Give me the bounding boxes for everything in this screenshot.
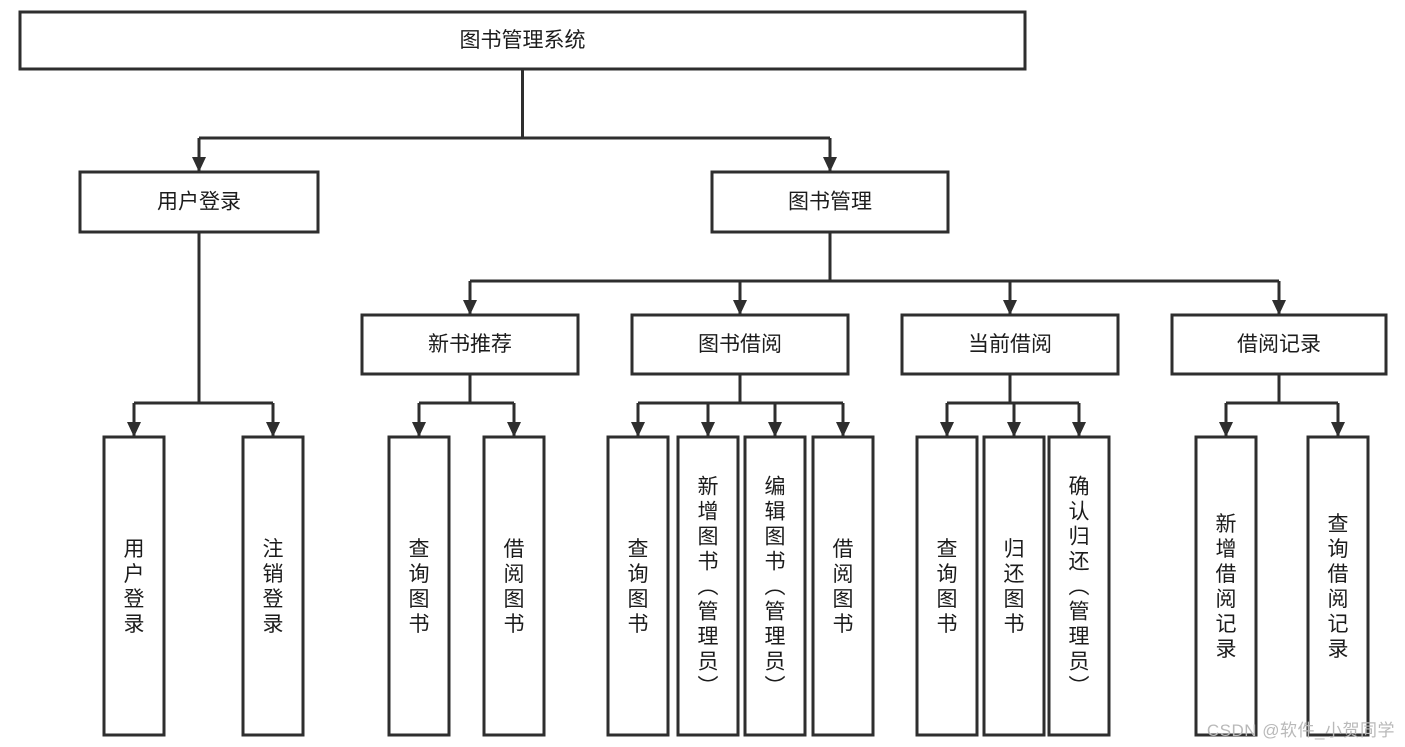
- arrow-head-icon: [1003, 300, 1017, 315]
- edges-from-book-manage: [463, 232, 1286, 315]
- arrow-head-icon: [733, 300, 747, 315]
- arrow-head-icon: [1072, 422, 1086, 437]
- edges-from-borrow-record: [1219, 374, 1345, 437]
- node-confirm-return-admin[interactable]: 确认归还︵管理员︶: [1047, 435, 1111, 737]
- node-return-book[interactable]: 归还图书: [982, 435, 1046, 737]
- node-user-logout[interactable]: 注销登录: [241, 435, 305, 737]
- arrow-head-icon: [823, 157, 837, 172]
- node-label: 确认归还︵管理员︶: [1069, 476, 1090, 699]
- node-label: 新增借阅记录: [1216, 513, 1237, 661]
- node-borrow-book-1[interactable]: 借阅图书: [482, 435, 546, 737]
- arrow-head-icon: [463, 300, 477, 315]
- node-label: 查询图书: [937, 538, 958, 636]
- node-current-borrow[interactable]: 当前借阅: [900, 313, 1120, 376]
- node-box: [982, 435, 1046, 737]
- node-box: [1170, 313, 1388, 376]
- node-box: [630, 313, 850, 376]
- arrow-head-icon: [1007, 422, 1021, 437]
- node-box: [606, 435, 670, 737]
- node-box: [915, 435, 979, 737]
- watermark-text: CSDN @软件_小贺同学: [1206, 721, 1395, 740]
- node-add-book-admin[interactable]: 新增图书︵管理员︶: [676, 435, 740, 737]
- node-box: [1194, 435, 1258, 737]
- node-user-login-do[interactable]: 用户登录: [102, 435, 166, 737]
- node-query-borrow-record[interactable]: 查询借阅记录: [1306, 435, 1370, 737]
- node-box: [360, 313, 580, 376]
- node-label: 查询图书: [628, 538, 649, 636]
- edges-from-root: [192, 69, 837, 172]
- node-box: [811, 435, 875, 737]
- node-label: 图书管理系统: [460, 29, 586, 52]
- node-box: [1047, 435, 1111, 737]
- connector-layer: [127, 69, 1345, 437]
- node-add-borrow-record[interactable]: 新增借阅记录: [1194, 435, 1258, 737]
- arrow-head-icon: [507, 422, 521, 437]
- node-box: [676, 435, 740, 737]
- node-query-book-1[interactable]: 查询图书: [387, 435, 451, 737]
- edges-from-book-borrow: [631, 374, 850, 437]
- node-box: [241, 435, 305, 737]
- arrow-head-icon: [1272, 300, 1286, 315]
- node-label: 新书推荐: [428, 333, 512, 356]
- node-query-book-3[interactable]: 查询图书: [915, 435, 979, 737]
- node-box: [1306, 435, 1370, 737]
- node-box: [78, 170, 320, 234]
- arrow-head-icon: [192, 157, 206, 172]
- edges-from-current-borrow: [940, 374, 1086, 437]
- arrow-head-icon: [768, 422, 782, 437]
- node-label: 查询图书: [409, 538, 430, 636]
- arrow-head-icon: [1331, 422, 1345, 437]
- node-label: 借阅图书: [833, 538, 854, 636]
- node-layer: 图书管理系统用户登录用户登录注销登录图书管理新书推荐查询图书借阅图书图书借阅查询…: [18, 10, 1388, 737]
- arrow-head-icon: [1219, 422, 1233, 437]
- edges-from-user-login: [127, 232, 280, 437]
- node-label: 查询借阅记录: [1328, 513, 1349, 661]
- node-label: 注销登录: [263, 538, 284, 636]
- node-box: [900, 313, 1120, 376]
- arrow-head-icon: [127, 422, 141, 437]
- node-book-borrow[interactable]: 图书借阅: [630, 313, 850, 376]
- node-box: [102, 435, 166, 737]
- node-label: 归还图书: [1004, 538, 1025, 636]
- node-box: [743, 435, 807, 737]
- node-label: 借阅图书: [504, 538, 525, 636]
- node-label: 图书管理: [788, 191, 872, 214]
- arrow-head-icon: [631, 422, 645, 437]
- arrow-head-icon: [836, 422, 850, 437]
- node-box: [387, 435, 451, 737]
- node-label: 用户登录: [157, 191, 241, 214]
- node-label: 用户登录: [124, 538, 145, 636]
- node-borrow-record[interactable]: 借阅记录: [1170, 313, 1388, 376]
- arrow-head-icon: [266, 422, 280, 437]
- node-edit-book-admin[interactable]: 编辑图书︵管理员︶: [743, 435, 807, 737]
- node-box: [710, 170, 950, 234]
- node-query-book-2[interactable]: 查询图书: [606, 435, 670, 737]
- arrow-head-icon: [940, 422, 954, 437]
- node-user-login[interactable]: 用户登录: [78, 170, 320, 234]
- node-book-manage[interactable]: 图书管理: [710, 170, 950, 234]
- node-borrow-book-2[interactable]: 借阅图书: [811, 435, 875, 737]
- node-new-book-rec[interactable]: 新书推荐: [360, 313, 580, 376]
- node-label: 当前借阅: [968, 333, 1052, 356]
- node-root[interactable]: 图书管理系统: [18, 10, 1027, 71]
- node-box: [482, 435, 546, 737]
- arrow-head-icon: [701, 422, 715, 437]
- node-label: 借阅记录: [1237, 333, 1321, 356]
- arrow-head-icon: [412, 422, 426, 437]
- node-box: [18, 10, 1027, 71]
- node-label: 图书借阅: [698, 333, 782, 356]
- node-label: 编辑图书︵管理员︶: [765, 476, 786, 699]
- edges-from-new-book-rec: [412, 374, 521, 437]
- node-label: 新增图书︵管理员︶: [698, 476, 719, 699]
